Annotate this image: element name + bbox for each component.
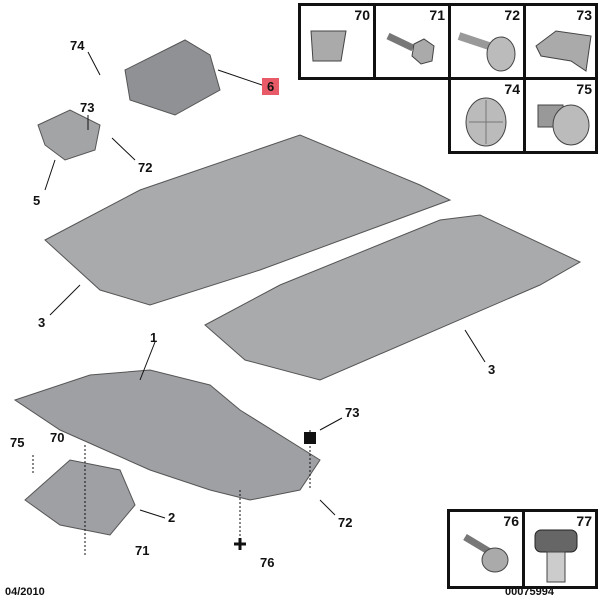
plastic-clip-icon [534,529,578,583]
part-6-bracket [124,39,221,116]
part-cell-72: 72 [448,3,526,80]
part-cell-71: 71 [373,3,451,80]
screw-washer-icon [463,533,509,573]
cage-nut-icon [535,30,592,72]
callout-73-bottom: 73 [345,405,360,420]
callout-70: 70 [50,430,65,445]
callout-72-bottom: 72 [338,515,353,530]
callout-76: 76 [260,555,275,570]
part-3-shield-left [44,134,452,306]
hex-screw-icon [386,32,435,65]
part-5-bracket [37,109,101,161]
clip-nut-icon [310,30,347,62]
callout-74: 74 [70,38,85,53]
callout-5: 5 [33,193,41,208]
part-76-marker [234,538,246,550]
part-cell-70: 70 [298,3,376,80]
part-cell-73: 73 [523,3,598,80]
part-3-shield-right [204,214,582,381]
callout-3-right: 3 [488,362,496,377]
callout-73: 73 [80,100,95,115]
diagram-reference: 00075994 [505,586,554,598]
part-cell-77: 77 [522,509,598,589]
part-73-marker [304,432,316,444]
callout-3-left: 3 [38,315,46,330]
part-cell-76: 76 [447,509,525,589]
callout-71: 71 [135,543,150,558]
part-cell-74: 74 [448,77,526,154]
callout-6-highlighted: 6 [262,78,280,95]
callout-72: 72 [138,160,153,175]
push-rivet-icon [465,97,507,147]
part-cell-75: 75 [523,77,598,154]
part-2-panel [24,459,136,536]
plastic-grommet-icon [537,104,590,146]
callout-75: 75 [10,435,25,450]
quarter-turn-fastener-icon [457,32,516,72]
callout-2: 2 [168,510,176,525]
diagram-date: 04/2010 [5,586,45,598]
callout-1: 1 [150,330,158,345]
